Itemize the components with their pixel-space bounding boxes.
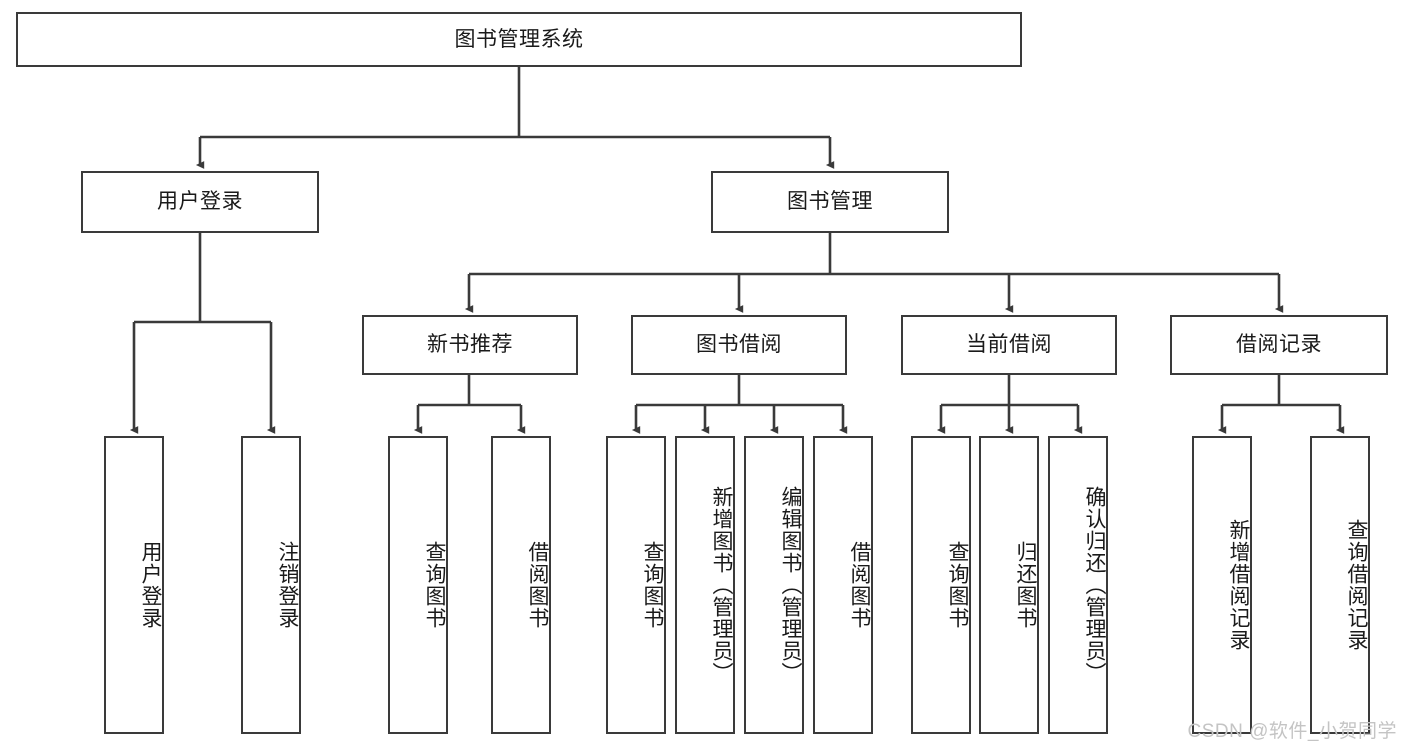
node-current-borrow-label: 当前借阅 <box>966 333 1052 357</box>
node-leaf-borrow-book-2[interactable]: 借阅图书 <box>813 436 873 734</box>
node-user-login-label: 用户登录 <box>157 190 243 214</box>
node-user-login[interactable]: 用户登录 <box>81 171 319 233</box>
node-leaf-add-book-label: 新增图书（管理员） <box>710 486 733 684</box>
node-leaf-query-book-2[interactable]: 查询图书 <box>606 436 666 734</box>
node-book-manage-label: 图书管理 <box>787 190 873 214</box>
node-leaf-query-record[interactable]: 查询借阅记录 <box>1310 436 1370 734</box>
node-book-borrow[interactable]: 图书借阅 <box>631 315 847 375</box>
node-leaf-logout[interactable]: 注销登录 <box>241 436 301 734</box>
node-leaf-logout-label: 注销登录 <box>276 541 299 629</box>
node-leaf-borrow-book-2-label: 借阅图书 <box>848 541 871 629</box>
node-leaf-borrow-book-1-label: 借阅图书 <box>526 541 549 629</box>
node-borrow-record[interactable]: 借阅记录 <box>1170 315 1388 375</box>
node-leaf-query-book-1-label: 查询图书 <box>423 541 446 629</box>
node-leaf-borrow-book-1[interactable]: 借阅图书 <box>491 436 551 734</box>
node-leaf-return-book[interactable]: 归还图书 <box>979 436 1039 734</box>
node-root[interactable]: 图书管理系统 <box>16 12 1022 67</box>
node-leaf-query-record-label: 查询借阅记录 <box>1345 519 1368 651</box>
node-leaf-user-login[interactable]: 用户登录 <box>104 436 164 734</box>
node-book-manage[interactable]: 图书管理 <box>711 171 949 233</box>
node-leaf-query-book-1[interactable]: 查询图书 <box>388 436 448 734</box>
node-book-borrow-label: 图书借阅 <box>696 333 782 357</box>
node-borrow-record-label: 借阅记录 <box>1236 333 1322 357</box>
node-leaf-edit-book-label: 编辑图书（管理员） <box>779 486 802 684</box>
node-leaf-query-book-3[interactable]: 查询图书 <box>911 436 971 734</box>
node-current-borrow[interactable]: 当前借阅 <box>901 315 1117 375</box>
node-leaf-add-record-label: 新增借阅记录 <box>1227 519 1250 651</box>
node-leaf-confirm-return-label: 确认归还（管理员） <box>1083 486 1106 684</box>
node-leaf-confirm-return[interactable]: 确认归还（管理员） <box>1048 436 1108 734</box>
node-new-book-recommend[interactable]: 新书推荐 <box>362 315 578 375</box>
node-leaf-return-book-label: 归还图书 <box>1014 541 1037 629</box>
node-leaf-add-book[interactable]: 新增图书（管理员） <box>675 436 735 734</box>
node-new-book-recommend-label: 新书推荐 <box>427 333 513 357</box>
node-root-label: 图书管理系统 <box>454 27 584 51</box>
node-leaf-query-book-3-label: 查询图书 <box>946 541 969 629</box>
node-leaf-query-book-2-label: 查询图书 <box>641 541 664 629</box>
node-leaf-edit-book[interactable]: 编辑图书（管理员） <box>744 436 804 734</box>
node-leaf-add-record[interactable]: 新增借阅记录 <box>1192 436 1252 734</box>
node-leaf-user-login-label: 用户登录 <box>139 541 162 629</box>
